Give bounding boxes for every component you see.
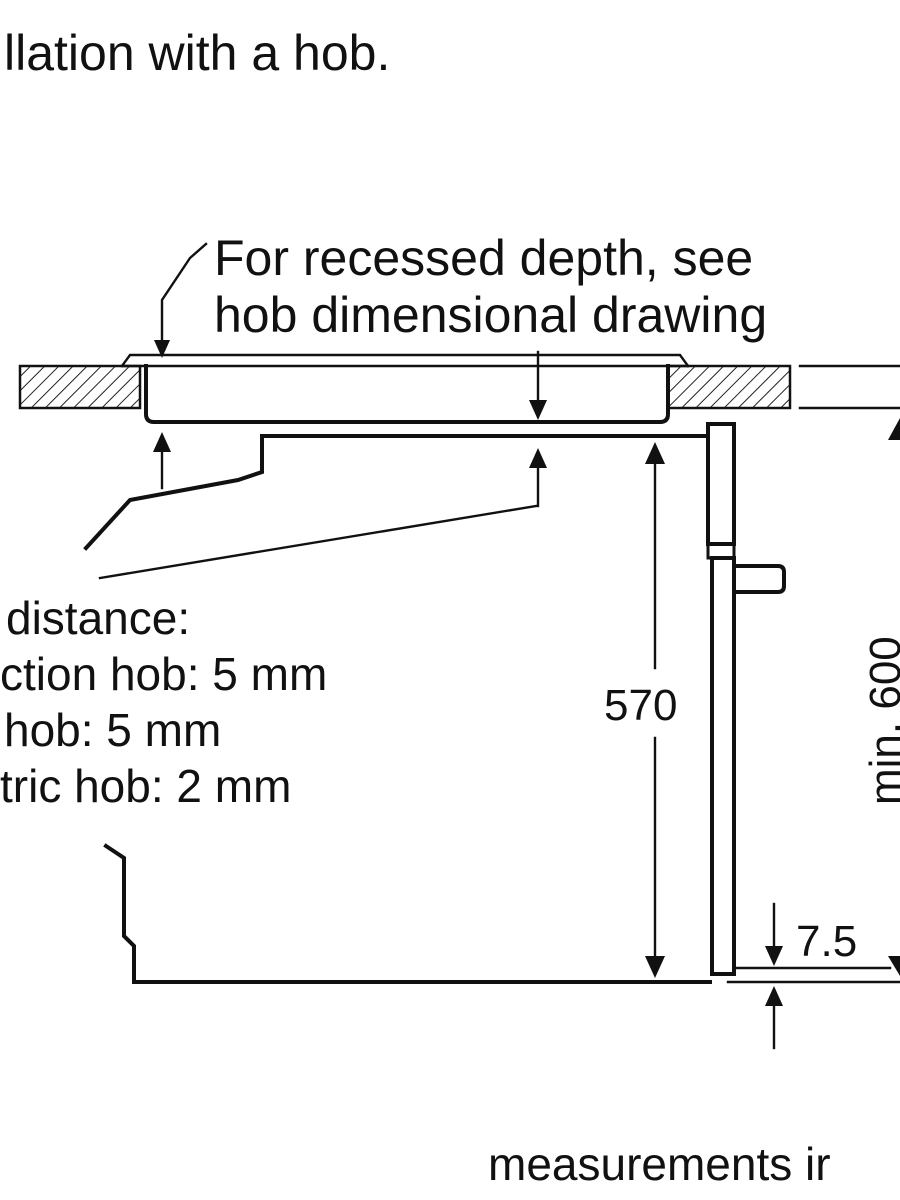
worktop-left-section <box>18 364 142 410</box>
oven-door-handle <box>732 564 786 594</box>
oven-bottom-outline <box>103 843 712 984</box>
hob <box>120 353 690 424</box>
distance-note-line1: distance: <box>6 592 190 644</box>
worktop <box>18 364 792 410</box>
depth-arrow-up-head <box>529 448 547 468</box>
distance-note-line2: ction hob: 5 mm <box>0 648 327 700</box>
oven-top-outline <box>83 434 710 551</box>
recess-note-line2: hob dimensional drawing <box>214 287 767 343</box>
niche-height-dimension: min. 600 <box>726 364 900 984</box>
recess-leader-line <box>160 242 208 344</box>
oven-height-label: 570 <box>604 681 677 730</box>
recess-depth-indicator <box>529 350 547 508</box>
distance-note: distance: ction hob: 5 mm hob: 5 mm tric… <box>0 592 327 812</box>
distance-note-line4: tric hob: 2 mm <box>0 760 291 812</box>
gap-arrow-up-head <box>765 986 783 1006</box>
gap-dimension: 7.5 <box>732 902 892 1050</box>
gap-label: 7.5 <box>796 917 857 966</box>
distance-note-line3: hob: 5 mm <box>4 704 221 756</box>
niche-arrow-up <box>888 418 900 440</box>
depth-arrow-down-head <box>529 400 547 420</box>
oven-height-dimension: 570 <box>604 442 677 978</box>
recess-note-line1: For recessed depth, see <box>214 230 753 286</box>
distance-leader-line <box>98 504 538 580</box>
niche-arrow-down <box>888 956 900 976</box>
worktop-right-section <box>666 364 792 410</box>
oven-height-arrow-down <box>645 956 665 978</box>
oven <box>83 422 786 984</box>
oven-door-hinge <box>706 542 736 560</box>
heading-text: llation with a hob. <box>4 25 390 81</box>
recess-note: For recessed depth, see hob dimensional … <box>154 230 767 358</box>
oven-control-panel <box>706 422 736 546</box>
hob-top-rim <box>120 353 690 368</box>
oven-door <box>710 556 736 976</box>
gap-arrow-left-head <box>153 432 171 452</box>
gap-arrow-down-head <box>765 946 783 966</box>
hob-body <box>144 364 670 424</box>
footer-text: measurements ir <box>488 1138 831 1190</box>
recess-arrowhead <box>154 340 170 358</box>
niche-height-label: min. 600 <box>861 636 900 805</box>
oven-height-arrow-up <box>645 442 665 464</box>
gap-arrow-left <box>153 432 171 490</box>
